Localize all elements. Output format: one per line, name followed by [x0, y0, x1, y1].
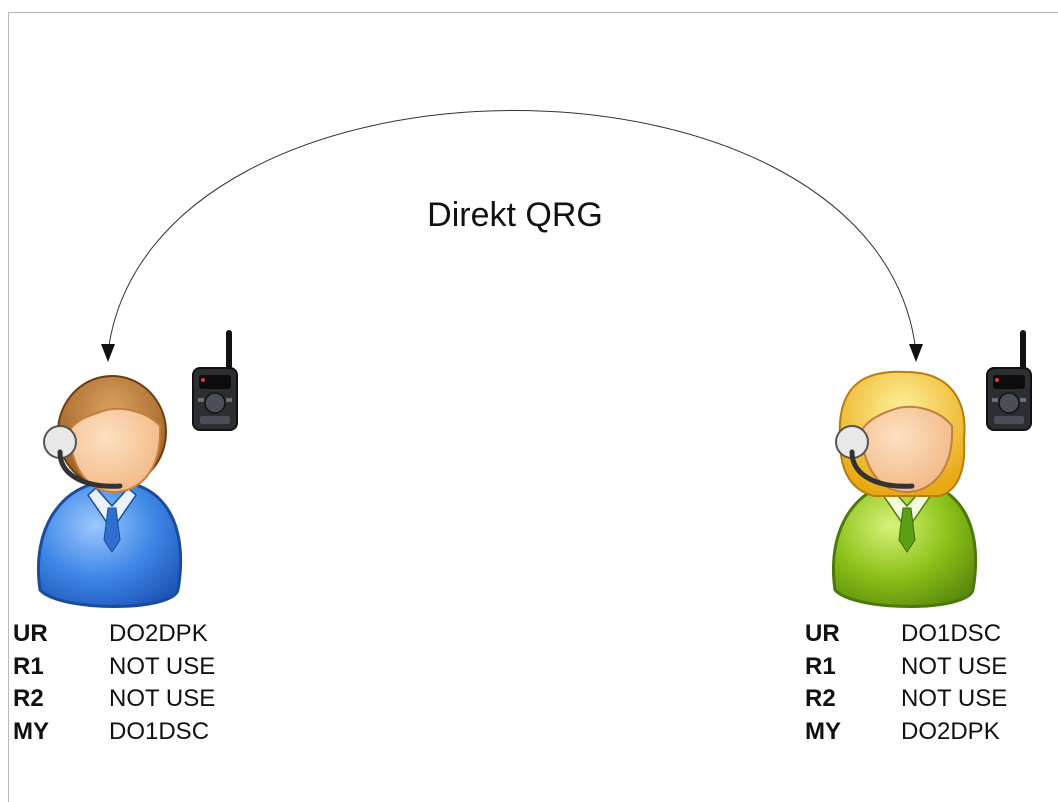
field-value: NOT USE — [901, 685, 1008, 712]
field-key: MY — [805, 717, 841, 745]
field-key: UR — [13, 620, 48, 647]
operator-male-icon — [37, 375, 183, 608]
field-value: NOT USE — [109, 685, 216, 712]
arrow-head-icon — [101, 344, 115, 362]
diagram-frame — [8, 12, 1058, 802]
field-row: R1 NOT USE — [805, 651, 1007, 684]
field-row: R2 NOT USE — [805, 683, 1007, 716]
field-value: DO1DSC — [109, 717, 210, 745]
left-station-fields: UR DO2DPK R1 NOT USE R2 NOT USE MY DO1DS… — [13, 618, 215, 748]
field-key: MY — [13, 717, 49, 745]
field-row: R1 NOT USE — [13, 651, 215, 684]
field-key: R1 — [13, 652, 44, 680]
right-station-fields: UR DO1DSC R1 NOT USE R2 NOT USE MY DO2DP… — [805, 618, 1007, 748]
operator-female-icon — [832, 370, 978, 608]
diagram-title: Direkt QRG — [427, 196, 603, 234]
link-arc — [107, 110, 917, 353]
arrow-head-icon — [909, 344, 923, 362]
field-row: R2 NOT USE — [13, 683, 215, 716]
field-key: UR — [805, 620, 840, 647]
field-value: DO1DSC — [901, 620, 1002, 647]
handheld-radio-icon — [192, 330, 238, 431]
field-key: R1 — [805, 652, 836, 680]
field-value: NOT USE — [109, 652, 216, 680]
field-row: UR DO1DSC — [805, 618, 1007, 651]
field-value: DO2DPK — [109, 620, 208, 647]
handheld-radio-icon — [986, 330, 1032, 431]
field-key: R2 — [13, 685, 44, 712]
field-value: DO2DPK — [901, 717, 1000, 745]
field-value: NOT USE — [901, 652, 1008, 680]
field-key: R2 — [805, 685, 836, 712]
field-row: UR DO2DPK — [13, 618, 215, 651]
field-row: MY DO1DSC — [13, 716, 215, 749]
field-row: MY DO2DPK — [805, 716, 1007, 749]
